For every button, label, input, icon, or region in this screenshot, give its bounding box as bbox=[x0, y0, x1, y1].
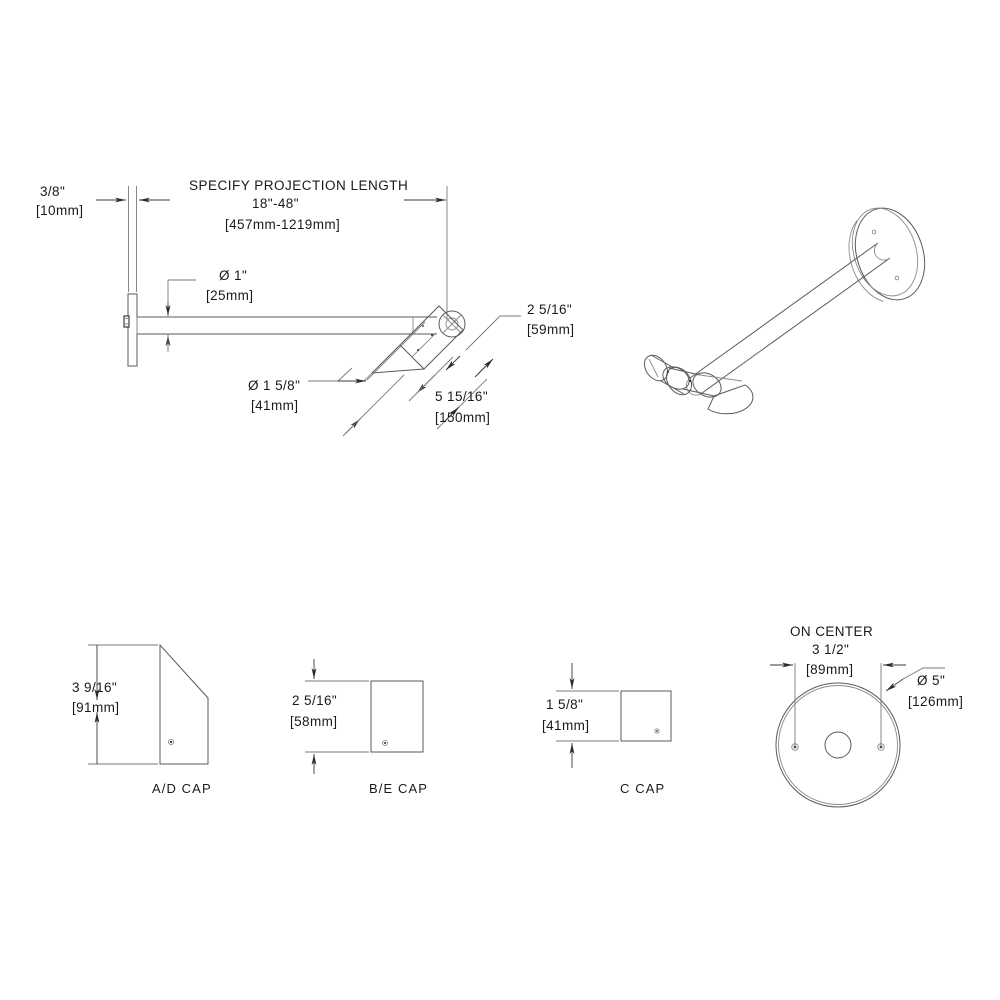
ad-cap-dim-imperial: 3 9/16" bbox=[72, 680, 117, 695]
c-cap-dim-imperial: 1 5/8" bbox=[546, 697, 583, 712]
projection-length-dimension bbox=[404, 186, 448, 320]
c-cap-dim-metric: [41mm] bbox=[542, 718, 589, 733]
backplate-diameter-imperial: Ø 5" bbox=[917, 673, 945, 688]
head-length-imperial: 5 15/16" bbox=[435, 389, 488, 404]
socket-imperial: 2 5/16" bbox=[527, 302, 572, 317]
cap-detail-c: 1 5/8" [41mm] C CAP bbox=[542, 663, 672, 796]
arm-tube-side bbox=[136, 316, 437, 335]
be-cap-dim-imperial: 2 5/16" bbox=[292, 693, 337, 708]
ad-cap-dim-metric: [91mm] bbox=[72, 700, 119, 715]
arm-diameter-metric: [25mm] bbox=[206, 288, 253, 303]
c-cap-label: C CAP bbox=[620, 781, 665, 796]
iso-arm-tube bbox=[686, 242, 891, 396]
plate-thickness-imperial: 3/8" bbox=[40, 184, 65, 199]
projection-imperial: 18"-48" bbox=[252, 196, 299, 211]
head-length-metric: [150mm] bbox=[435, 410, 490, 425]
cap-detail-be: 2 5/16" [58mm] B/E CAP bbox=[290, 659, 428, 796]
backplate-diameter-metric: [126mm] bbox=[908, 694, 963, 709]
projection-metric: [457mm-1219mm] bbox=[225, 217, 340, 232]
socket-metric: [59mm] bbox=[527, 322, 574, 337]
head-diameter-dimension bbox=[308, 321, 426, 437]
plate-thickness-metric: [10mm] bbox=[36, 203, 83, 218]
projection-title: SPECIFY PROJECTION LENGTH bbox=[189, 178, 408, 193]
fixture-head-side bbox=[363, 305, 464, 382]
head-length-dimension bbox=[408, 356, 494, 430]
ad-cap-label: A/D CAP bbox=[152, 781, 212, 796]
backplate-view: ON CENTER 3 1/2" [89mm] Ø 5" [126mm] bbox=[770, 624, 963, 808]
on-center-imperial: 3 1/2" bbox=[812, 642, 849, 657]
pivot-joint bbox=[438, 310, 466, 338]
be-cap-label: B/E CAP bbox=[369, 781, 428, 796]
arm-diameter-imperial: Ø 1" bbox=[219, 268, 247, 283]
wall-plate-side bbox=[123, 293, 138, 367]
on-center-metric: [89mm] bbox=[806, 662, 853, 677]
head-diameter-metric: [41mm] bbox=[251, 398, 298, 413]
head-diameter-imperial: Ø 1 5/8" bbox=[248, 378, 300, 393]
cap-detail-ad: 3 9/16" [91mm] A/D CAP bbox=[72, 643, 212, 796]
iso-wall-plate bbox=[848, 207, 926, 302]
iso-fixture-head bbox=[643, 354, 754, 415]
isometric-view bbox=[643, 207, 926, 415]
on-center-label: ON CENTER bbox=[790, 624, 873, 639]
be-cap-dim-metric: [58mm] bbox=[290, 714, 337, 729]
side-elevation-view: 3/8" [10mm] SPECIFY PROJECTION LENGTH 18… bbox=[36, 178, 574, 437]
